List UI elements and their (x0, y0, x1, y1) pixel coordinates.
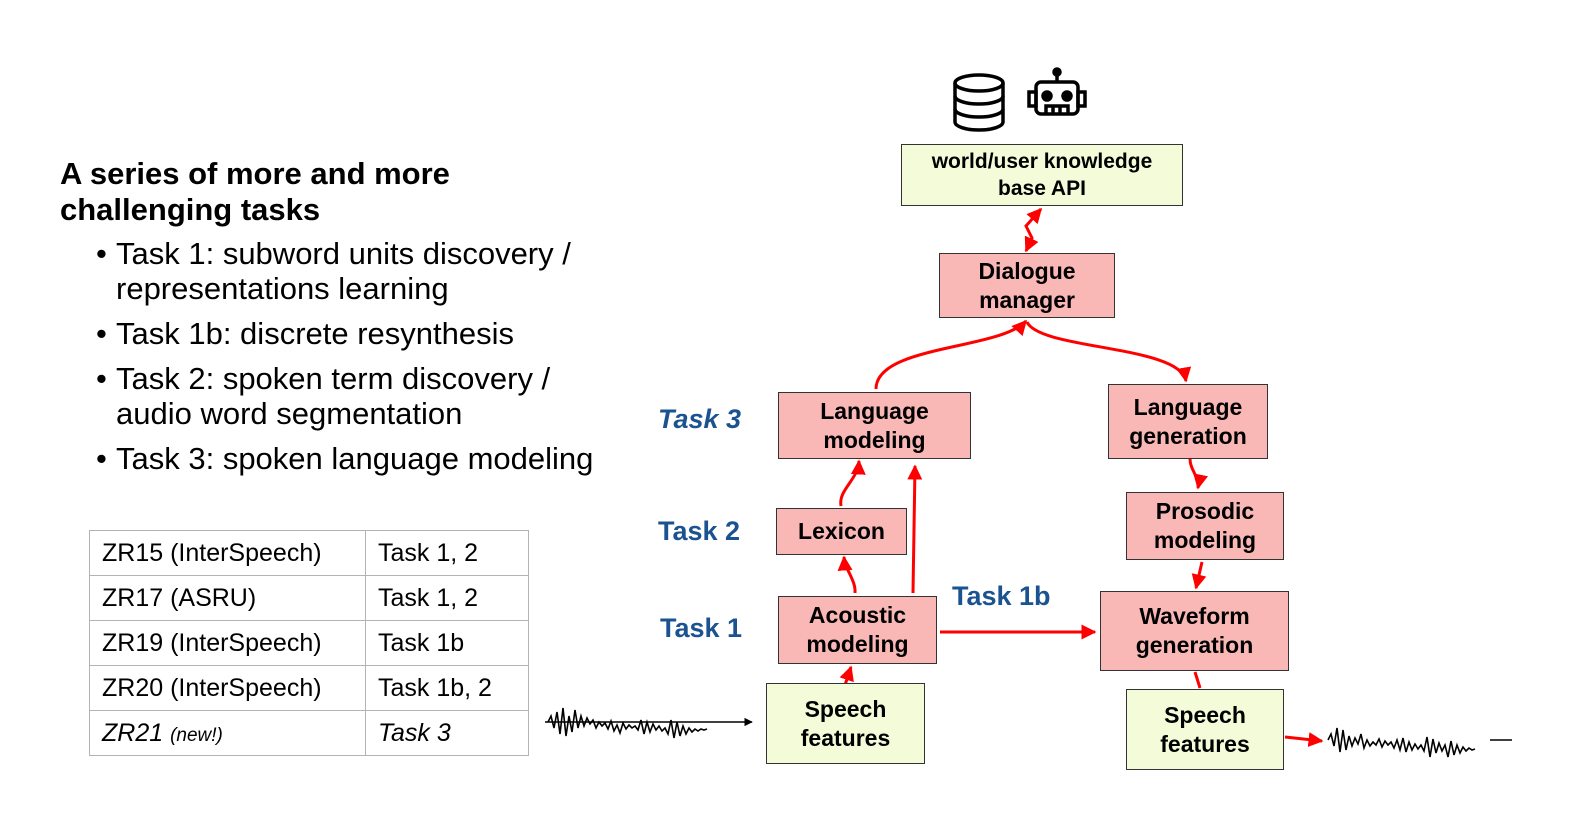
arrow-speech-output (1284, 732, 1324, 748)
bullet-task-3: Task 3: spoken language modeling (96, 441, 593, 476)
table-cell-tasks: Task 1, 2 (365, 575, 529, 621)
table-row: ZR19 (InterSpeech) Task 1b (89, 620, 529, 666)
arrow-waveform-speech (1193, 671, 1202, 689)
table-cell-tasks: Task 3 (365, 710, 529, 756)
database-icon (953, 73, 1005, 132)
task1-label: Task 1 (660, 613, 743, 643)
box-line: modeling (1153, 527, 1257, 553)
prosodic-modeling-box: Prosodic modeling (1126, 492, 1284, 560)
box-line: Dialogue (978, 257, 1076, 284)
arrow-prosodic-waveform (1191, 561, 1207, 590)
arrow-speech-acoustic (839, 665, 854, 686)
box-line: Acoustic (808, 602, 907, 628)
box-line: Language (1133, 393, 1243, 420)
bullet-task-2: Task 2: spoken term discovery / audio wo… (96, 361, 593, 431)
slide-heading: A series of more and more challenging ta… (60, 156, 450, 227)
arrow-lexicon-lm (839, 459, 866, 507)
box-line: manager (979, 286, 1075, 313)
bullet-task-1b: Task 1b: discrete resynthesis (96, 316, 593, 351)
box-line: Prosodic (1155, 498, 1255, 524)
box-line: Waveform (1139, 603, 1250, 629)
box-line: modeling (806, 631, 909, 657)
box-line: world/user knowledge (931, 150, 1153, 173)
arrow-dialogue-langgen (1025, 321, 1192, 383)
task2-label: Task 2 (658, 516, 741, 546)
box-line: base API (998, 177, 1086, 200)
new-note: (new!) (170, 724, 223, 746)
table-row: ZR21 (new!) Task 3 (89, 710, 529, 756)
box-line: modeling (823, 426, 926, 453)
box-line: Speech (1164, 701, 1246, 728)
arrow-langgen-prosodic (1188, 458, 1208, 490)
box-line: generation (1129, 422, 1247, 449)
box-line: Lexicon (798, 518, 885, 544)
input-waveform (545, 707, 753, 739)
arrow-acoustic-lm (907, 464, 923, 594)
waveform-generation-box: Waveform generation (1100, 591, 1289, 671)
bullet-line: Task 3: spoken language modeling (116, 441, 594, 476)
lexicon-box: Lexicon (776, 508, 907, 555)
table-cell-tasks: Task 1b (365, 620, 529, 666)
acoustic-modeling-box: Acoustic modeling (778, 596, 937, 664)
table-cell-challenge: ZR21 (new!) (89, 710, 366, 756)
box-line: Language (820, 397, 929, 424)
robot-icon (1027, 67, 1087, 116)
bullet-line: representations learning (116, 271, 449, 306)
task3-label: Task 3 (658, 404, 742, 434)
challenge-table: ZR15 (InterSpeech) Task 1, 2 ZR17 (ASRU)… (89, 530, 529, 756)
task-bullet-list: Task 1: subword units discovery / repres… (96, 236, 593, 486)
table-cell-challenge: ZR19 (InterSpeech) (89, 620, 366, 666)
knowledge-base-box: world/user knowledge base API (901, 144, 1183, 206)
box-line: Speech (804, 695, 887, 722)
output-waveform (1327, 727, 1512, 758)
table-cell-tasks: Task 1b, 2 (365, 665, 529, 711)
red-arrows (837, 207, 1324, 748)
task1b-label: Task 1b (952, 581, 1051, 611)
box-line: generation (1135, 632, 1254, 658)
challenge-name: ZR21 (102, 718, 164, 747)
arrow-acoustic-lexicon (837, 555, 857, 594)
bullet-line: Task 1: subword units discovery / (116, 236, 571, 271)
bullet-line: Task 2: spoken term discovery / (116, 361, 551, 396)
bullet-line: Task 1b: discrete resynthesis (116, 316, 515, 351)
arrow-kb-dialogue (1024, 207, 1043, 253)
bullet-line: audio word segmentation (116, 396, 463, 431)
box-line: features (1160, 730, 1250, 757)
arrow-lm-dialogue (874, 319, 1028, 390)
box-line: features (800, 724, 891, 751)
bullet-task-1: Task 1: subword units discovery / repres… (96, 236, 593, 306)
